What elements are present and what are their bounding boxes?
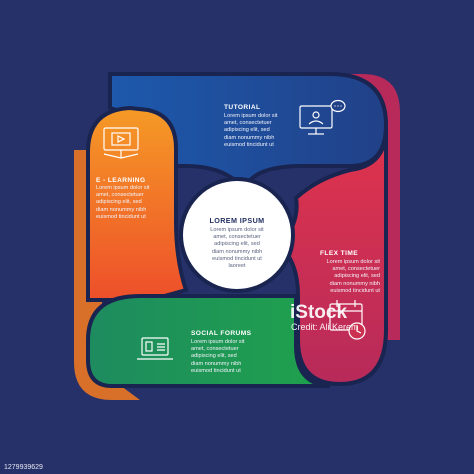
tutorial-line: euismod tincidunt ut: [224, 141, 274, 148]
elearning-title: E - LEARNING: [96, 177, 146, 184]
stock-id: 1279939629: [4, 464, 43, 471]
watermark-credit: Credit: Ali Kerem: [291, 322, 359, 332]
flextime-title: FLEX TIME: [320, 250, 359, 257]
social-line: Lorem ipsum dolor sit: [191, 339, 245, 345]
social-line: euismod tincidunt ut: [191, 367, 241, 374]
flextime-body: Lorem ipsum dolor sit amet, consectetuer…: [304, 259, 380, 295]
elearning-line: adipiscing elit, sed: [96, 199, 142, 206]
center-line: diam nonummy nibh: [211, 248, 263, 255]
tutorial-line: amet, consectetuer: [224, 120, 272, 127]
social-line: amet, consectetuer: [191, 346, 239, 353]
elearning-line: diam nonummy nibh: [96, 206, 147, 213]
center-line: adipiscing elit, sed: [214, 241, 260, 248]
tutorial-line: diam nonummy nibh: [224, 134, 275, 141]
calendar-clock-icon: [329, 300, 366, 340]
tutorial-line: Lorem ipsum dolor sit: [224, 113, 278, 119]
flextime-line: Lorem ipsum dolor sit: [326, 259, 380, 265]
center-line: euismod tincidunt ut: [212, 255, 262, 262]
flextime-line: diam nonummy nibh: [329, 280, 380, 287]
tutorial-body: Lorem ipsum dolor sit amet, consectetuer…: [224, 113, 300, 149]
tutorial-line: adipiscing elit, sed: [224, 127, 270, 134]
flextime-line: adipiscing elit, sed: [334, 273, 380, 280]
center-line: laoreet: [228, 263, 246, 270]
center-line: amet, consectetuer: [213, 234, 261, 241]
center-line: Lorem ipsum dolor sit: [210, 227, 264, 233]
social-title: SOCIAL FORUMS: [191, 330, 252, 337]
tutorial-title: TUTORIAL: [224, 104, 261, 111]
flextime-line: euismod tincidunt ut: [330, 287, 380, 294]
elearning-body: Lorem ipsum dolor sit amet, consectetuer…: [96, 185, 172, 221]
elearning-line: amet, consectetuer: [96, 192, 144, 199]
laptop-book-icon: [137, 337, 173, 360]
social-line: diam nonummy nibh: [191, 360, 242, 367]
elearning-line: euismod tincidunt ut: [96, 213, 146, 220]
flextime-line: amet, consectetuer: [332, 266, 380, 273]
center-circle: [179, 177, 295, 293]
social-line: adipiscing elit, sed: [191, 353, 237, 360]
social-segment: [86, 294, 331, 388]
elearning-line: Lorem ipsum dolor sit: [96, 185, 150, 191]
center-title: LOREM IPSUM: [209, 216, 265, 225]
center-body: Lorem ipsum dolor sit amet, consectetuer…: [196, 227, 278, 270]
video-lesson-icon: [103, 127, 139, 159]
social-body: Lorem ipsum dolor sit amet, consectetuer…: [191, 339, 267, 375]
watermark-brand: iStock: [290, 302, 348, 323]
monitor-chat-icon: [299, 99, 346, 135]
